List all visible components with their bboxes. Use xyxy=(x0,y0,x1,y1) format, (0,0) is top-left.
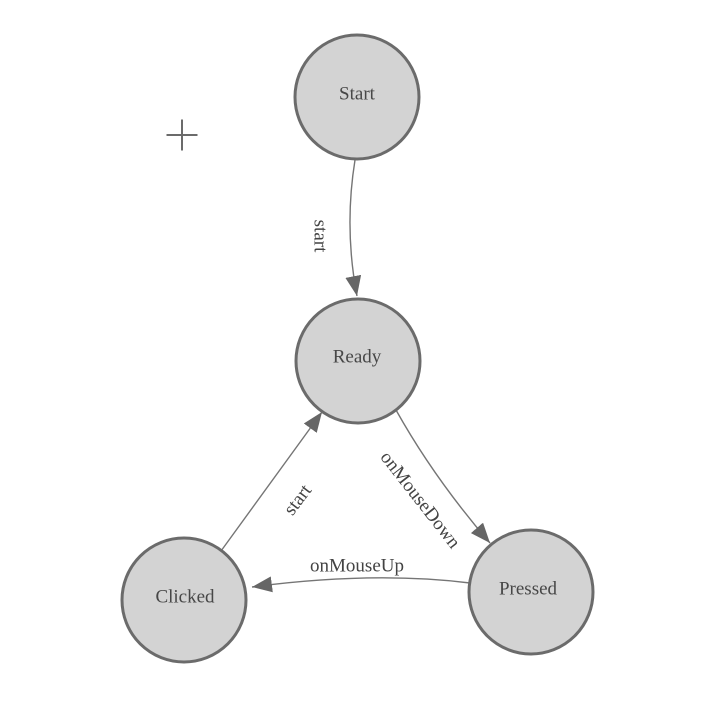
node-clicked-circle[interactable] xyxy=(120,536,248,664)
node-start[interactable]: Start xyxy=(293,33,421,161)
node-clicked[interactable]: Clicked xyxy=(120,536,248,664)
node-clicked-label: Clicked xyxy=(155,587,215,608)
node-start-circle[interactable] xyxy=(293,33,421,161)
edge-line-clicked-to-ready[interactable] xyxy=(220,411,323,552)
edge-clicked-to-ready[interactable]: start xyxy=(220,411,323,552)
node-start-label: Start xyxy=(339,84,376,105)
edge-line-pressed-to-clicked[interactable] xyxy=(251,576,471,593)
edge-line-start-to-ready[interactable] xyxy=(345,159,362,297)
edge-start-to-ready[interactable]: start xyxy=(310,159,362,297)
edge-label-start-2: start xyxy=(280,480,317,519)
edge-label-onmouseup: onMouseUp xyxy=(310,556,404,577)
crosshair-icon xyxy=(166,119,198,151)
node-ready-circle[interactable] xyxy=(294,297,422,425)
node-ready[interactable]: Ready xyxy=(294,297,422,425)
edge-label-onmousedown: onMouseDown xyxy=(376,447,465,553)
edge-line-ready-to-pressed[interactable] xyxy=(395,409,491,544)
edge-pressed-to-clicked[interactable]: onMouseUp xyxy=(251,556,471,593)
edge-label-start: start xyxy=(310,220,331,253)
node-pressed-circle[interactable] xyxy=(467,528,595,656)
node-ready-label: Ready xyxy=(333,347,382,368)
node-pressed[interactable]: Pressed xyxy=(467,528,595,656)
edge-ready-to-pressed[interactable]: onMouseDown xyxy=(376,409,491,553)
node-pressed-label: Pressed xyxy=(499,579,558,600)
